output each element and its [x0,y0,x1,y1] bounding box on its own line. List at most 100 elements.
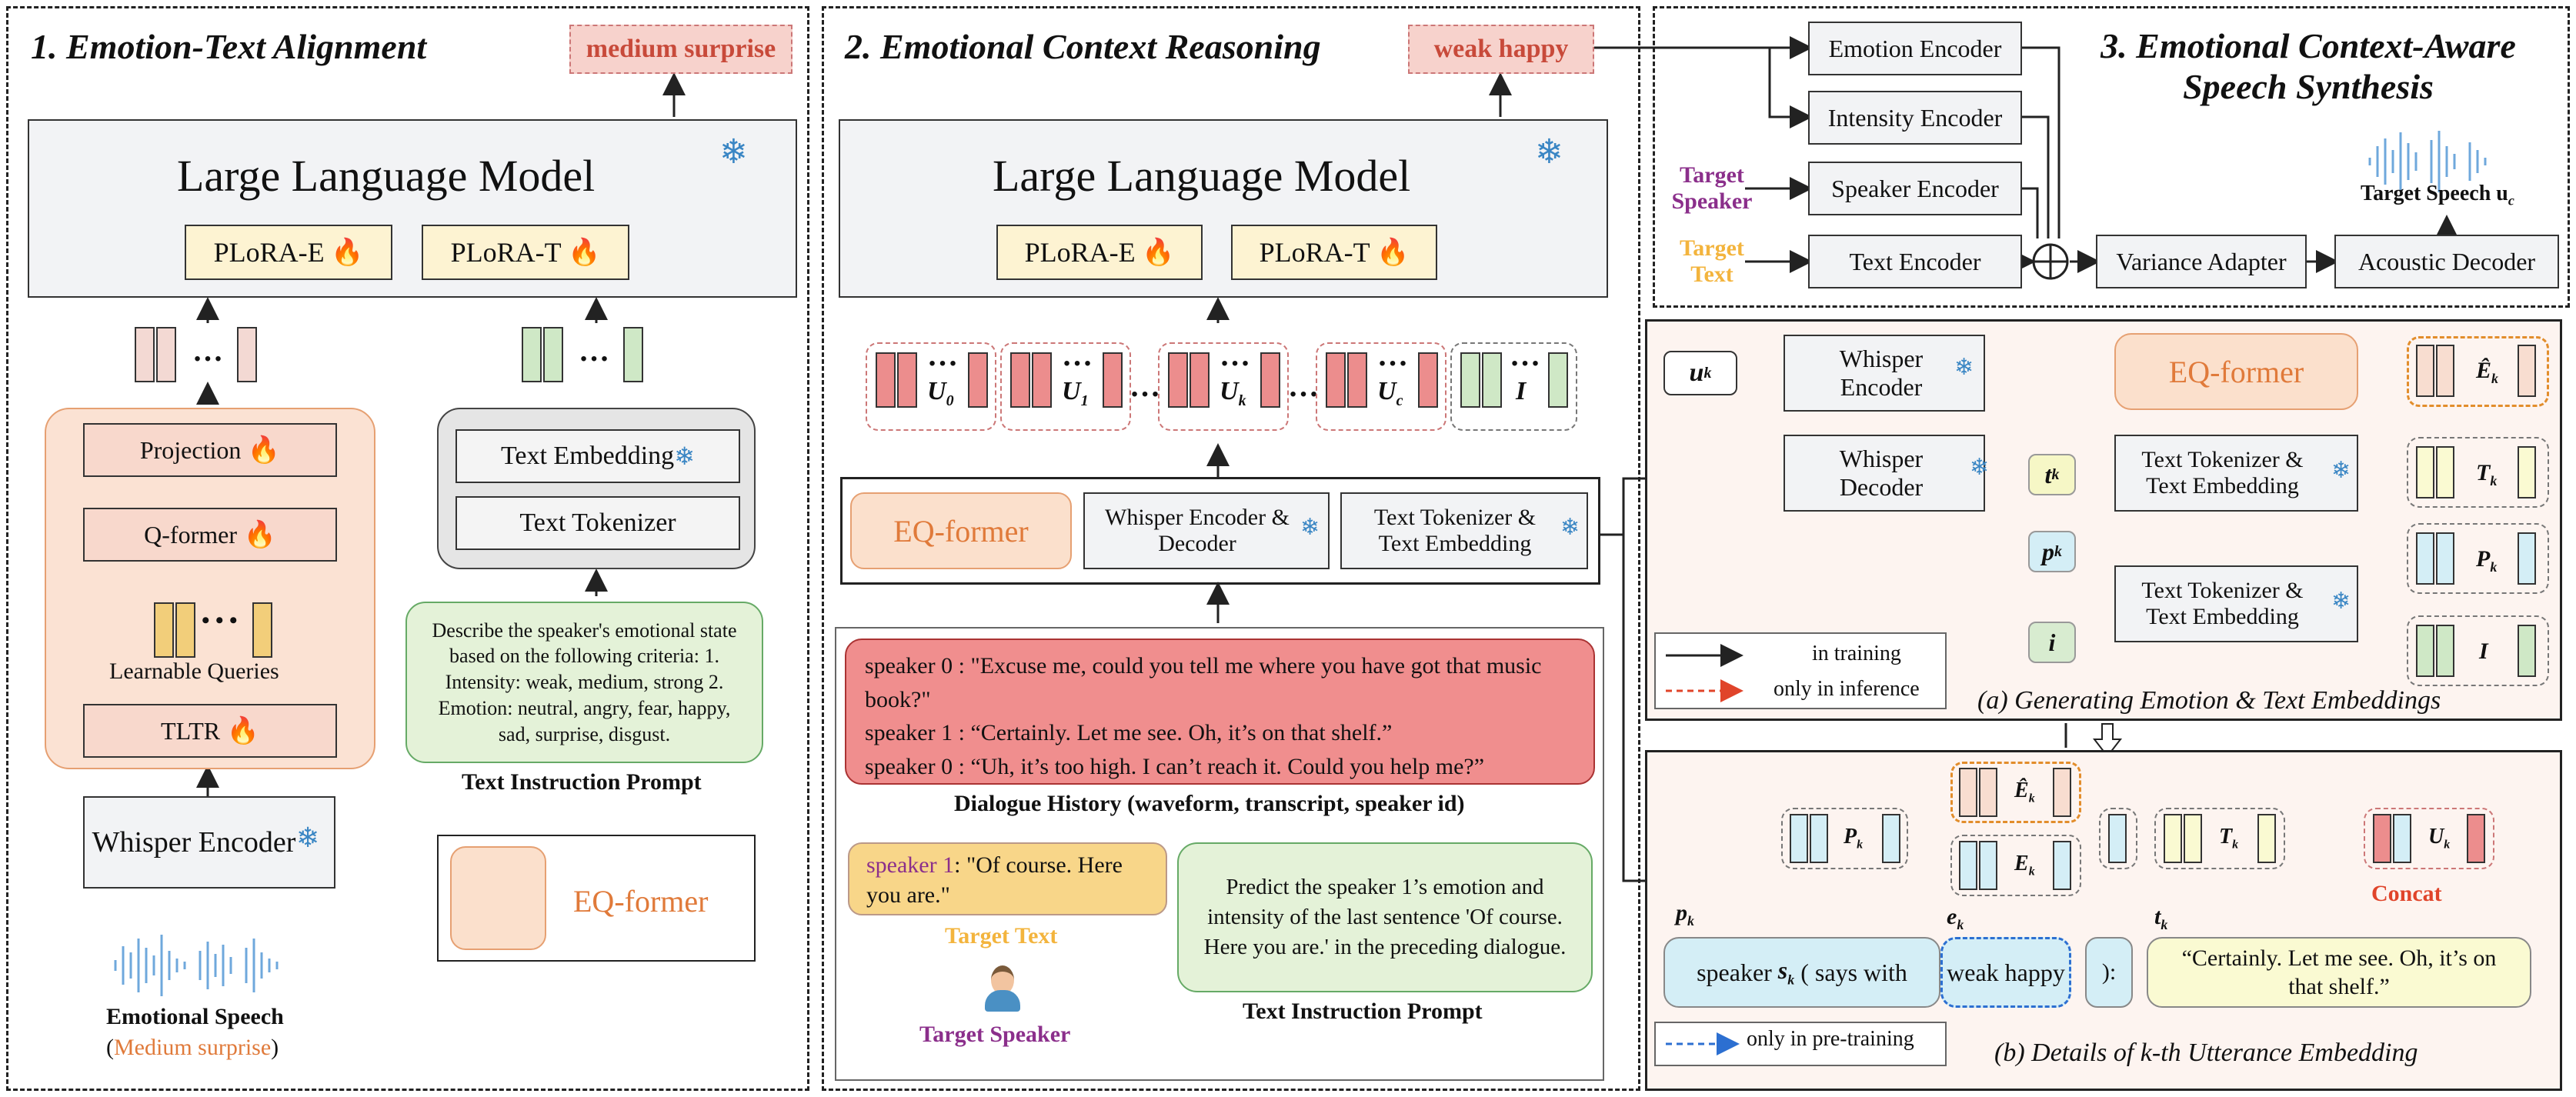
token [2436,625,2454,677]
query-token [154,602,174,658]
token [2108,814,2127,863]
panelA-legend [1654,632,1947,709]
concat-label: Concat [2371,881,2442,906]
panelA-caption: (a) Generating Emotion & Text Embeddings [1977,686,2441,715]
tk-embedding-group [2154,808,2285,869]
e-hat-label: Êk [2476,358,2499,386]
p-hat-label: Pk [1844,825,1864,852]
utterance-text: “Certainly. Let me see. Oh, it’s on that… [2147,937,2531,1008]
intensity-encoder: Intensity Encoder [1808,91,2022,145]
token [1347,352,1367,408]
emotion-prompt: weak happy [1940,937,2071,1008]
token [1959,841,1977,890]
token [135,327,155,382]
target-text-label: Target Text [945,923,1058,949]
token-label-uc: Uc [1377,377,1403,409]
fire-icon: 🔥 [324,238,364,267]
panel2-llm-title: Large Language Model [993,151,1411,201]
ek-label: ek [1947,904,1964,932]
panel2-eqformer: EQ-former [850,492,1072,569]
i-hat-label: I [2479,639,2488,664]
snowflake-icon: ❄ [674,442,695,470]
token [1482,352,1502,408]
token [2518,625,2536,677]
token-label-u0: U0 [927,377,954,409]
panelA-tte-2: Text Tokenizer & Text Embedding [2114,565,2358,642]
speech-emotion-label: (Medium surprise) [106,1035,279,1060]
panel2-output-tag: weak happy [1408,25,1594,74]
panel2-llm [839,119,1608,298]
token [2518,446,2536,498]
panelA-whisper-encoder: Whisper Encoder [1784,335,1985,412]
panel-emotion-text-alignment [6,6,809,1091]
token [522,327,542,382]
token-label-i: I [1516,377,1527,405]
panel2-plora-e: PLoRA-E 🔥 [996,225,1203,280]
panel3-title: 3. Emotional Context-Aware Speech Synthe… [2101,26,2516,106]
tltr-block: TLTR 🔥 [83,704,337,758]
token [2416,446,2434,498]
p-hat-label: Pk [2476,546,2498,575]
token [2436,345,2454,397]
token [876,352,896,408]
legend-pretrain-label: only in pre-training [1747,1027,1914,1051]
instruction-embedding-group [2407,615,2549,686]
close-paren-group [2099,808,2137,869]
panel1-title: 1. Emotion-Text Alignment [31,27,427,66]
fire-icon: 🔥 [220,717,259,745]
panel2-encoder-strip [840,477,1600,585]
emotion-embedding-group [2407,336,2549,407]
query-token [252,602,272,658]
panel2-instruction: Predict the speaker 1’s emotion and inte… [1177,842,1593,992]
dialogue-frame [835,627,1604,1081]
dialogue-caption: Dialogue History (waveform, transcript, … [954,791,1465,816]
panel1-llm [28,119,797,298]
token [2416,625,2434,677]
text-embedding-group [2407,437,2549,508]
panelA-tte-1: Text Tokenizer & Text Embedding [2114,435,2358,512]
target-utterance: speaker 1: "Of course. Here you are." [848,842,1167,915]
text-encoder: Text Encoder [1808,235,2022,288]
t-hat-label: Tk [2219,825,2239,852]
token [1260,352,1280,408]
panel1-instruction-caption: Text Instruction Prompt [462,769,702,795]
tk-label: tk [2154,904,2168,932]
dialogue-line: speaker 1 : “Certainly. Let me see. Oh, … [865,720,1393,745]
fire-icon: 🔥 [241,436,281,465]
token [897,352,917,408]
speaker-prompt: speaker sk ( says with [1663,937,1940,1008]
ellipsis: … [1062,338,1093,372]
close-paren-prompt: ): [2085,937,2133,1008]
snowflake-icon: ❄ [1970,455,1990,480]
dialogue-line: speaker 0 : “Uh, it’s too high. I can’t … [865,753,1485,779]
whisper-encoder-block: Whisper Encoder [83,796,335,889]
legend-inference-label: only in inference [1774,677,1920,701]
prompt-embedding-group [2407,523,2549,594]
panel-emotional-context-reasoning [822,6,1640,1091]
token [2393,814,2411,863]
panel3-target-speaker: Target Speaker [1671,162,1753,215]
ellipsis: … [1130,368,1160,403]
panelA-eqformer: EQ-former [2114,333,2358,410]
utterance-token-group [1316,342,1446,431]
fire-icon: 🔥 [1135,238,1175,267]
token [2184,814,2202,863]
uk-embedding-group [2364,808,2494,869]
target-speaker-label: Target Speaker [919,1022,1071,1047]
u-hat-label: Uk [2428,825,2451,852]
snowflake-icon: ❄ [1560,515,1580,540]
legend-training-label: in training [1812,642,1901,665]
panel1-instruction: Describe the speaker's emotional state b… [405,602,763,763]
emotional-speech-label: Emotional Speech [106,1004,284,1029]
snowflake-icon: ❄ [1300,515,1320,540]
speaker-encoder: Speaker Encoder [1808,162,2022,215]
panel2-plora-t: PLoRA-T 🔥 [1231,225,1437,280]
fire-icon: 🔥 [236,521,276,549]
text-tokenizer-block: Text Tokenizer [455,496,740,550]
token [2053,768,2071,817]
token [1460,352,1480,408]
token [2436,532,2454,585]
token [1810,814,1828,863]
